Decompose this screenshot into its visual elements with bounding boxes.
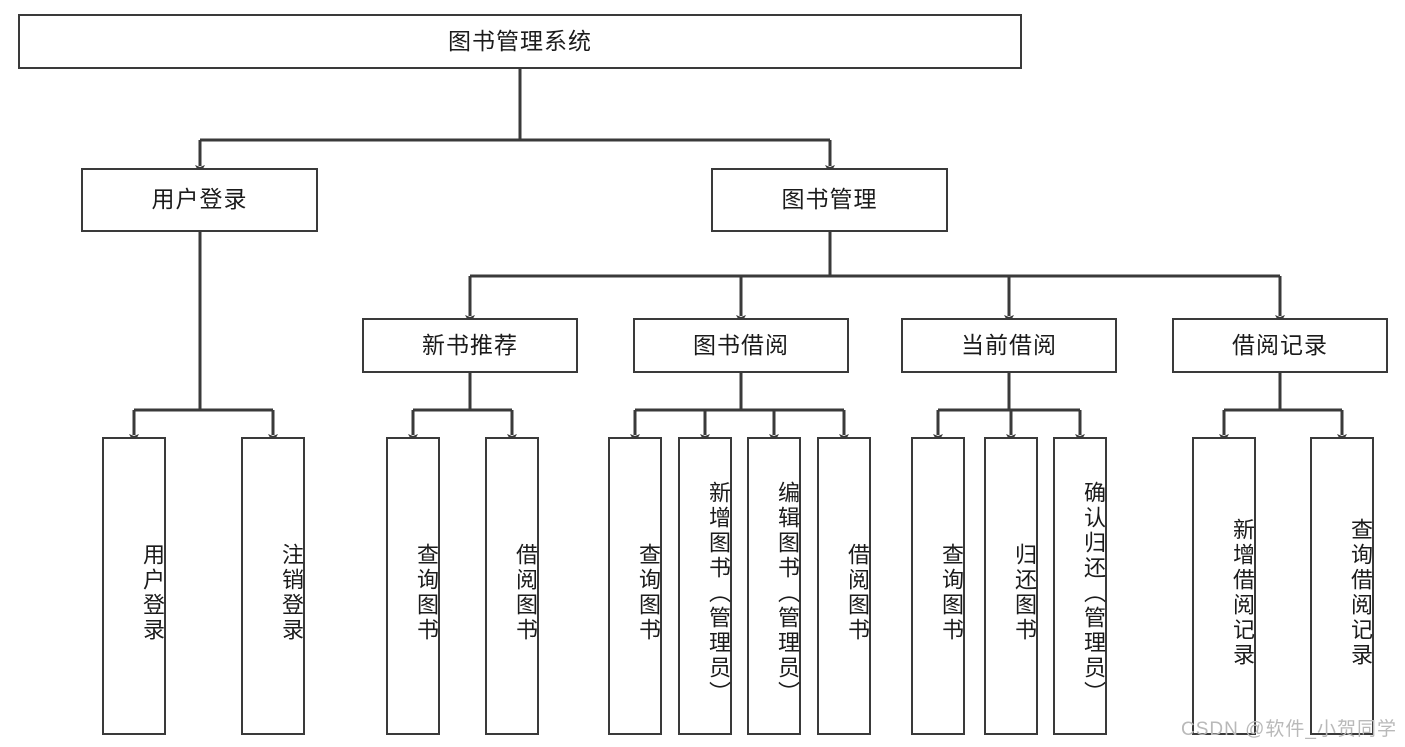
node-leaf-edit-book[interactable]: 编辑图书（管理员） — [747, 437, 801, 735]
node-label: 用户登录 — [140, 543, 165, 643]
node-label: 新增借阅记录 — [1230, 518, 1255, 668]
node-book-manage[interactable]: 图书管理 — [711, 168, 948, 232]
node-label: 新书推荐 — [422, 331, 518, 358]
node-label: 图书管理系统 — [448, 27, 592, 54]
node-label: 借阅图书 — [513, 543, 538, 643]
node-leaf-add-book[interactable]: 新增图书（管理员） — [678, 437, 732, 735]
node-leaf-query-record[interactable]: 查询借阅记录 — [1310, 437, 1374, 735]
node-leaf-logout[interactable]: 注销登录 — [241, 437, 305, 735]
node-label: 查询图书 — [636, 543, 661, 643]
node-label: 借阅记录 — [1232, 331, 1328, 358]
node-label: 归还图书 — [1012, 543, 1037, 643]
node-label: 图书管理 — [781, 186, 878, 213]
node-label: 图书借阅 — [693, 331, 789, 358]
node-leaf-add-record[interactable]: 新增借阅记录 — [1192, 437, 1256, 735]
node-leaf-return-book[interactable]: 归还图书 — [984, 437, 1038, 735]
node-leaf-user-login[interactable]: 用户登录 — [102, 437, 166, 735]
node-root[interactable]: 图书管理系统 — [18, 14, 1022, 69]
node-leaf-query-book-2[interactable]: 查询图书 — [608, 437, 662, 735]
watermark: CSDN @软件_小贺同学 — [1181, 719, 1397, 740]
node-user-login[interactable]: 用户登录 — [81, 168, 318, 232]
node-borrow-record[interactable]: 借阅记录 — [1172, 318, 1388, 373]
edge-paths — [129, 69, 1347, 443]
node-book-borrow[interactable]: 图书借阅 — [633, 318, 849, 373]
node-new-book-rec[interactable]: 新书推荐 — [362, 318, 578, 373]
node-label: 查询图书 — [939, 543, 964, 643]
node-current-borrow[interactable]: 当前借阅 — [901, 318, 1117, 373]
node-label: 确认归还（管理员） — [1081, 480, 1106, 706]
node-label: 用户登录 — [151, 186, 248, 213]
node-leaf-borrow-book-1[interactable]: 借阅图书 — [485, 437, 539, 735]
node-label: 当前借阅 — [961, 331, 1057, 358]
node-leaf-borrow-book-2[interactable]: 借阅图书 — [817, 437, 871, 735]
node-leaf-query-book-1[interactable]: 查询图书 — [386, 437, 440, 735]
node-label: 新增图书（管理员） — [706, 480, 731, 706]
node-leaf-confirm-return[interactable]: 确认归还（管理员） — [1053, 437, 1107, 735]
node-label: 编辑图书（管理员） — [775, 480, 800, 706]
node-label: 注销登录 — [279, 543, 304, 643]
node-leaf-query-book-3[interactable]: 查询图书 — [911, 437, 965, 735]
node-label: 借阅图书 — [845, 543, 870, 643]
node-label: 查询图书 — [414, 543, 439, 643]
node-label: 查询借阅记录 — [1348, 518, 1373, 668]
